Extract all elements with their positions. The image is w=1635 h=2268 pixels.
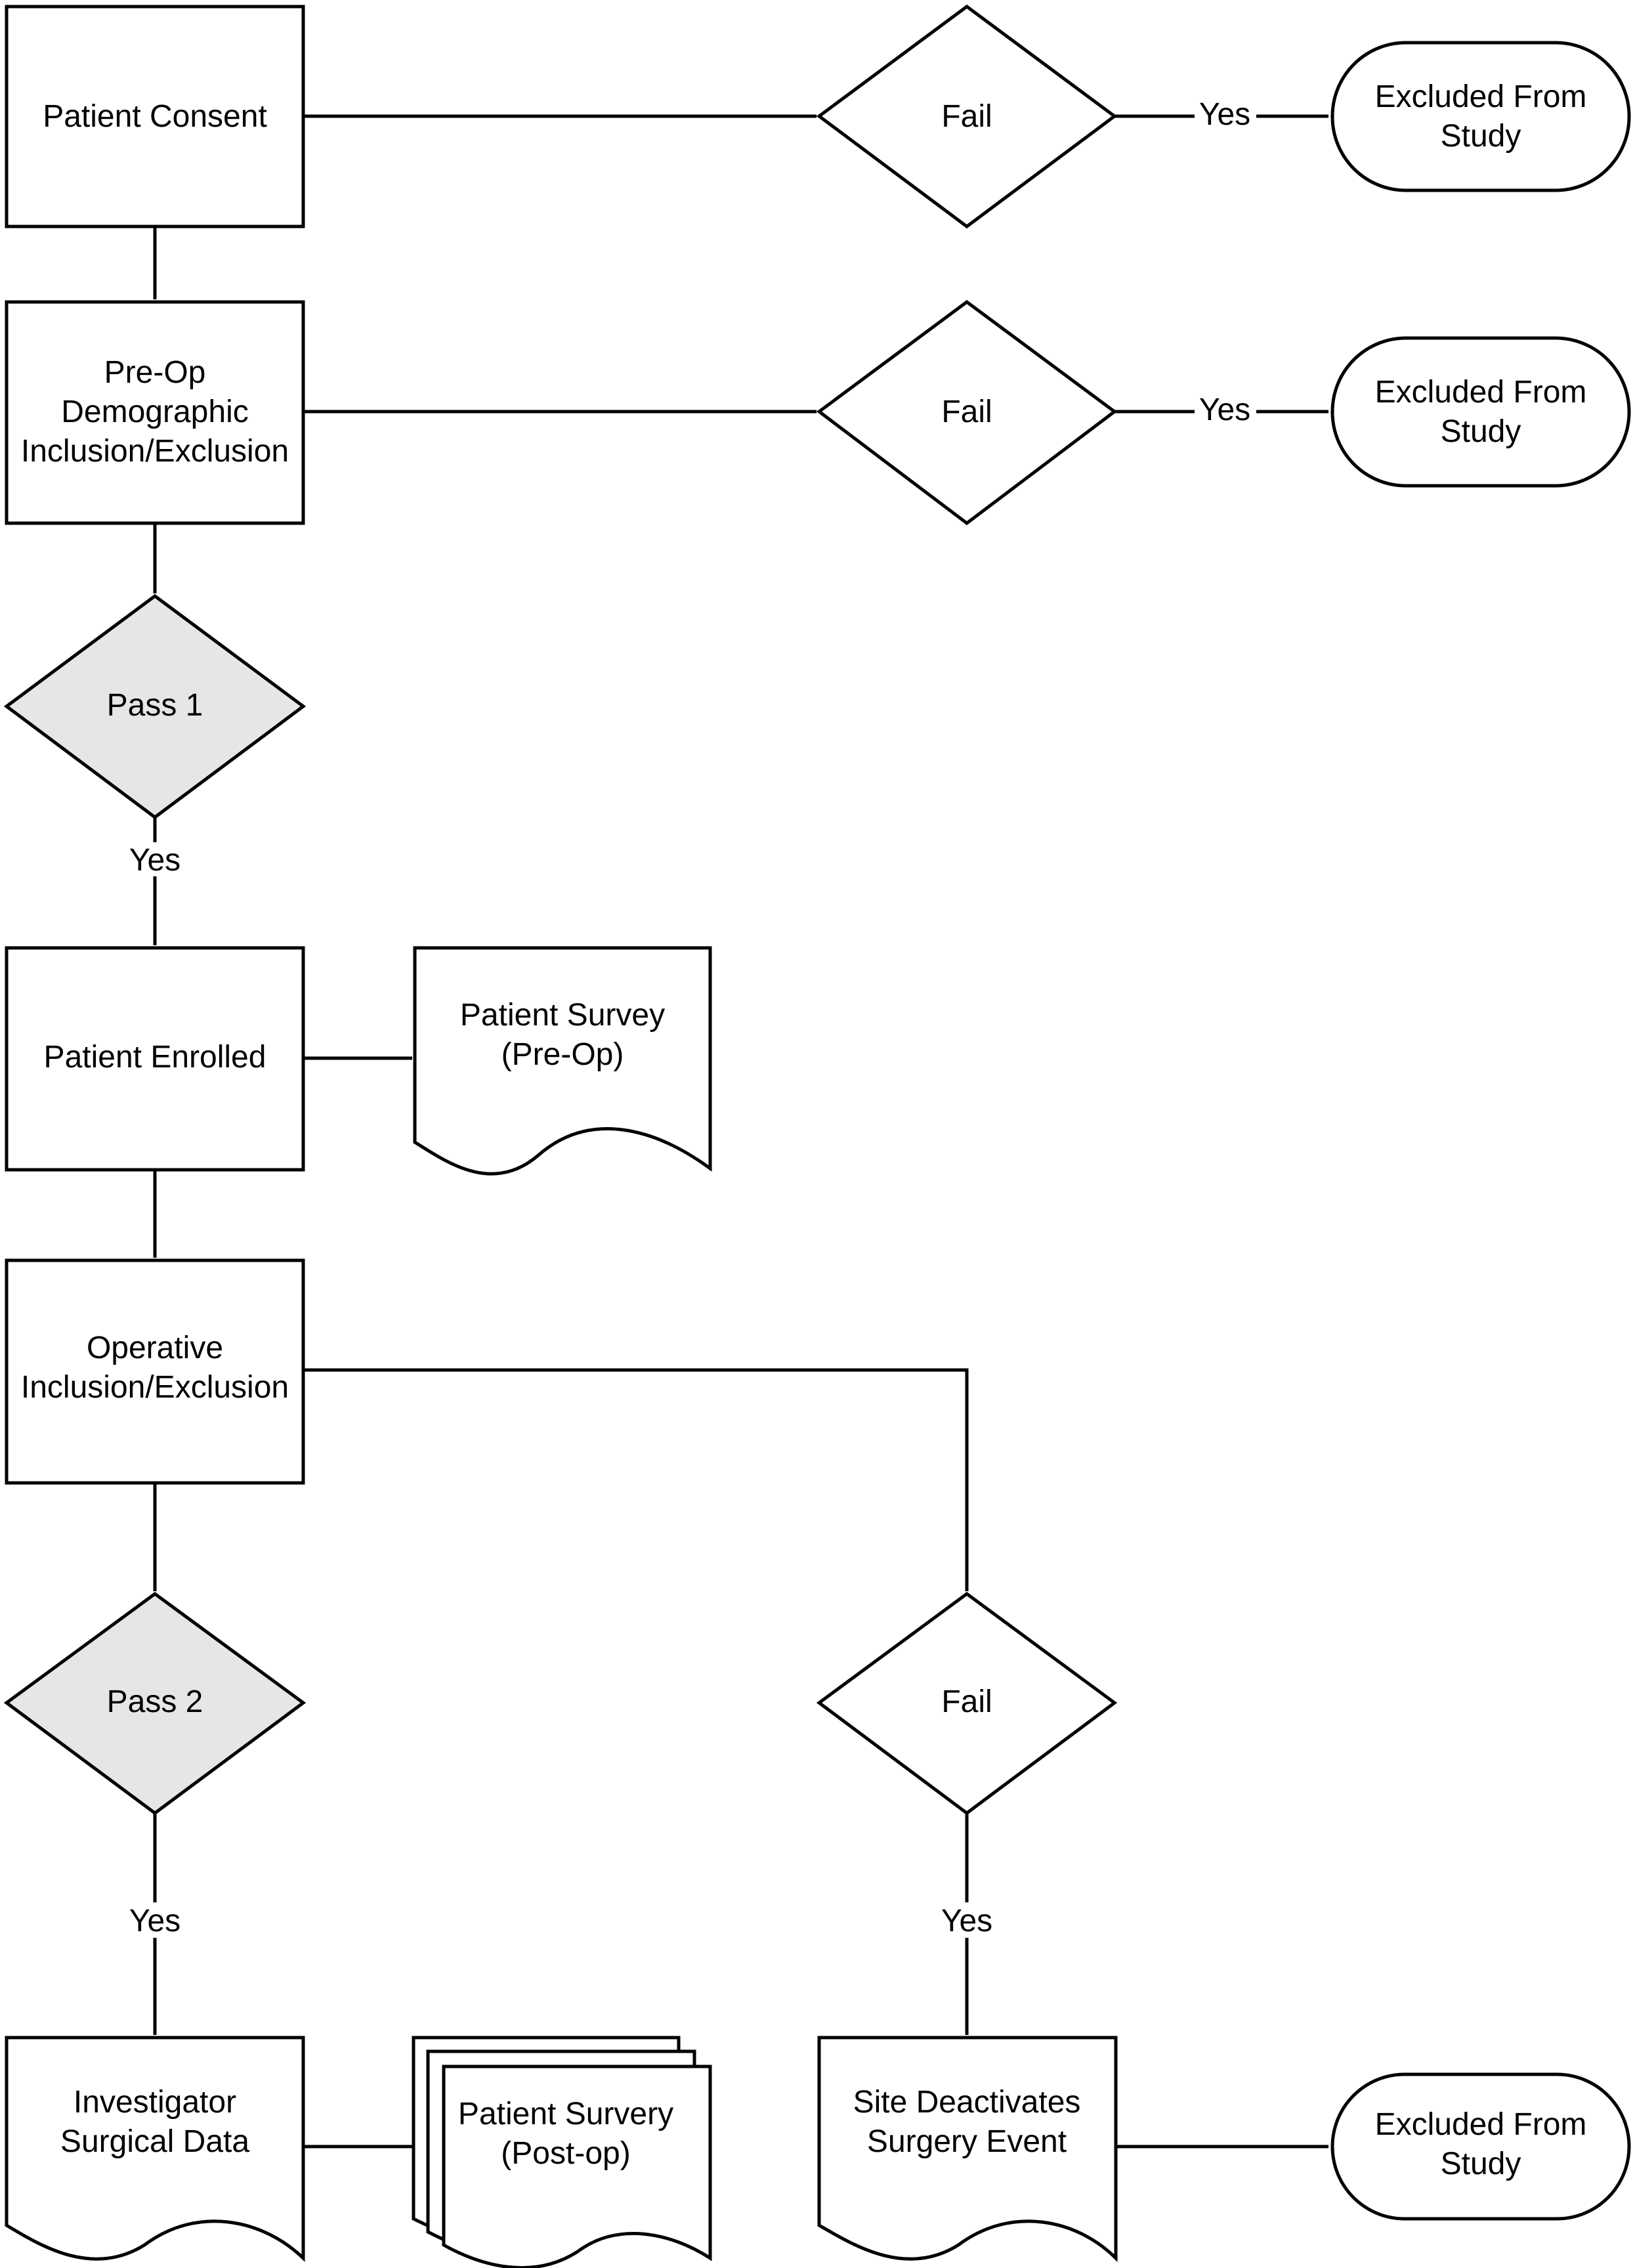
node-label-line: Pass 2 — [107, 1684, 203, 1719]
node-label-line: Surgical Data — [60, 2124, 249, 2159]
svg-text:Fail: Fail — [941, 1684, 992, 1719]
svg-text:Patient Survey(Pre-Op): Patient Survey (Pre-Op) — [460, 998, 665, 1072]
patient-enrolled-box: Patient Enrolled — [5, 946, 305, 1172]
node-label-line: Fail — [941, 99, 992, 134]
node-label-line: (Pre-Op) — [501, 1037, 624, 1072]
patient-consent-box: Patient Consent — [5, 5, 305, 228]
node-label-line: Site Deactivates — [853, 2085, 1081, 2120]
node-label-line: Surgery Event — [867, 2124, 1067, 2159]
pass-2-decision: Pass 2 — [3, 1591, 307, 1816]
node-label-line: Study — [1441, 2147, 1521, 2181]
node-label-line: Pass 1 — [107, 688, 203, 723]
pass-1-decision: Pass 1 — [3, 593, 307, 820]
node-label-line: Patient Enrolled — [44, 1040, 266, 1075]
fail-decision: Fail — [816, 299, 1118, 526]
node-label-line: Study — [1441, 414, 1521, 449]
fail-decision: Fail — [816, 4, 1118, 229]
edge-label-yes: Yes — [1195, 97, 1256, 132]
patient-survey-preop-document: Patient Survey (Pre-Op) — [413, 946, 712, 1176]
edge-label-yes: Yes — [122, 842, 188, 878]
node-label-line: Demographic — [61, 395, 248, 429]
svg-text:Yes: Yes — [941, 1904, 992, 1938]
node-label-line: Fail — [941, 395, 992, 429]
svg-text:Pass 2: Pass 2 — [107, 1684, 203, 1719]
node-label-line: Patient Consent — [43, 99, 267, 134]
svg-text:Yes: Yes — [129, 843, 180, 878]
svg-text:Yes: Yes — [129, 1904, 180, 1938]
node-label-line: Pre-Op — [104, 355, 206, 390]
node-label-line: Inclusion/Exclusion — [21, 434, 289, 469]
node-label-line: Investigator — [74, 2085, 236, 2120]
node-label-line: (Post-op) — [501, 2136, 630, 2171]
fail-decision: Fail — [816, 1591, 1118, 1816]
svg-text:Fail: Fail — [941, 395, 992, 429]
node-label-line: Excluded From — [1375, 375, 1587, 410]
edge-operative-to-fail3 — [303, 1368, 969, 1591]
svg-text:Patient Survery(Post-op): Patient Survery (Post-op) — [458, 2097, 673, 2171]
node-label-line: Excluded From — [1375, 79, 1587, 114]
node-label-line: Patient Survey — [460, 998, 665, 1033]
edge-labels: Yes Yes Yes Yes Yes — [122, 97, 1256, 1938]
svg-text:Yes: Yes — [1199, 97, 1250, 132]
svg-text:Fail: Fail — [941, 99, 992, 134]
svg-text:Pass 1: Pass 1 — [107, 688, 203, 723]
node-label-line: Operative — [87, 1331, 223, 1365]
node-label-line: Fail — [941, 1684, 992, 1719]
edge-label-yes: Yes — [934, 1902, 1000, 1938]
connectors — [153, 114, 1328, 2149]
node-label-line: Patient Survery — [458, 2097, 673, 2131]
node-label-line: Inclusion/Exclusion — [21, 1370, 289, 1405]
edge-label-yes: Yes — [122, 1902, 188, 1938]
edge-label-yes: Yes — [1195, 393, 1256, 427]
patient-survey-postop-multidocument: Patient Survery (Post-op) — [412, 2036, 712, 2268]
node-label-line: Excluded From — [1375, 2107, 1587, 2142]
svg-text:Yes: Yes — [1199, 393, 1250, 427]
svg-text:Patient Enrolled: Patient Enrolled — [44, 1040, 266, 1075]
node-label-line: Study — [1441, 119, 1521, 154]
svg-text:Patient Consent: Patient Consent — [43, 99, 267, 134]
